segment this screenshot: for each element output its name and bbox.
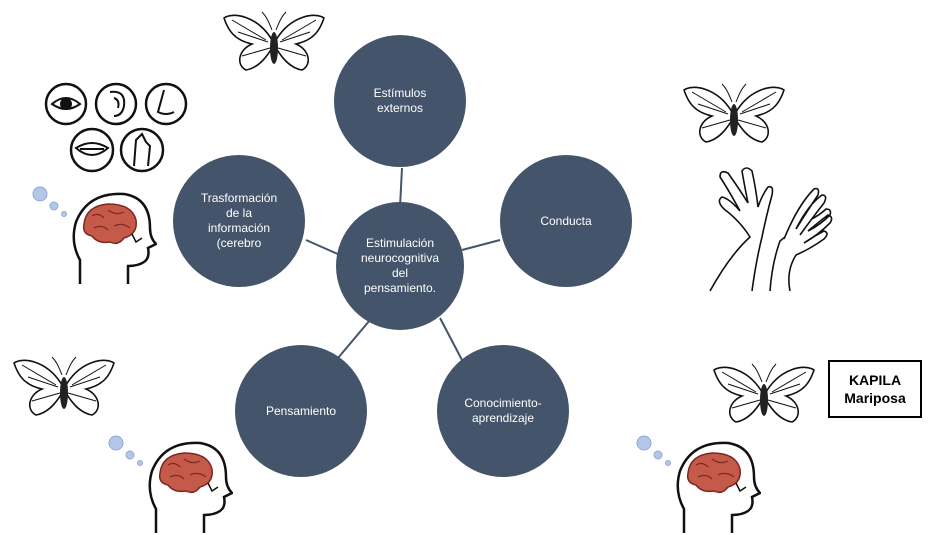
node-estimulos-label: Estímulos externos xyxy=(373,86,427,115)
connector-estimulos xyxy=(399,167,403,208)
connector-conducta xyxy=(461,239,501,251)
hand-touch-icon xyxy=(119,127,165,173)
butterfly-icon xyxy=(683,83,785,143)
kapila-label-line2: Mariposa xyxy=(844,390,906,406)
connector-transformacion xyxy=(305,239,341,256)
kapila-label-line1: KAPILA xyxy=(848,372,902,388)
head-brain-icon xyxy=(108,435,233,533)
node-pensamiento-label: Pensamiento xyxy=(265,403,337,418)
butterfly-icon xyxy=(13,356,115,416)
node-conducta: Conducta xyxy=(500,155,632,287)
node-conducta-label: Conducta xyxy=(540,213,592,228)
node-transformacion: Trasformación de la información (cerebro xyxy=(173,155,305,287)
node-center-label: Estimulación neurocognitiva del pensamie… xyxy=(360,236,440,295)
butterfly-icon xyxy=(223,11,325,71)
butterfly-icon xyxy=(713,363,815,423)
connector-pensamiento xyxy=(337,319,371,359)
connector-conocimiento xyxy=(439,317,463,361)
head-brain-icon xyxy=(636,435,761,533)
node-conocimiento-aprendizaje: Conocimiento- aprendizaje xyxy=(437,345,569,477)
kapila-label-box: KAPILA Mariposa xyxy=(828,360,922,418)
node-center: Estimulación neurocognitiva del pensamie… xyxy=(336,202,464,330)
node-transformacion-label: Trasformación de la información (cerebro xyxy=(200,191,278,250)
node-estimulos-externos: Estímulos externos xyxy=(334,35,466,167)
nose-icon xyxy=(144,82,188,126)
node-pensamiento: Pensamiento xyxy=(235,345,367,477)
senses-icon xyxy=(44,82,188,173)
head-brain-icon xyxy=(32,186,157,284)
hands-butterfly-icon xyxy=(709,167,833,292)
node-conocimiento-label: Conocimiento- aprendizaje xyxy=(464,396,542,425)
ear-icon xyxy=(94,82,138,126)
